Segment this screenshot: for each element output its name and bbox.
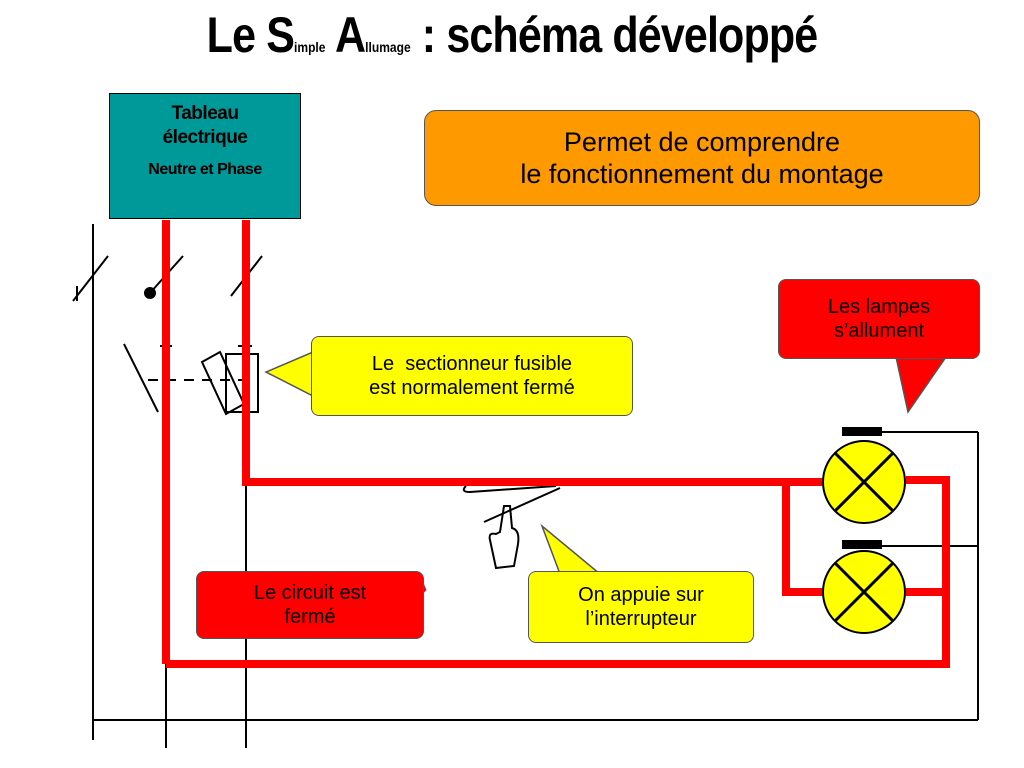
info-line-1: Permet de comprendre bbox=[563, 127, 841, 157]
push-button-switch bbox=[462, 485, 561, 570]
lamp2-cross-b bbox=[833, 561, 895, 623]
switch-callout-line-2: l’interrupteur bbox=[585, 608, 697, 630]
live-circuit bbox=[162, 220, 950, 668]
fuse-callout-line-2: est normalement fermé bbox=[369, 377, 575, 399]
lamp1-cap bbox=[842, 427, 882, 436]
black-wiring bbox=[92, 224, 979, 748]
fuse-blade-1 bbox=[123, 343, 159, 413]
title-letter-s: Le S bbox=[206, 7, 295, 63]
fuse-cartridge-1 bbox=[200, 350, 246, 416]
title-small-llumage: llumage bbox=[365, 39, 411, 55]
fuse-callout: Le sectionneur fusible est normalement f… bbox=[311, 336, 633, 416]
circuit-callout: Le circuit est fermé bbox=[196, 571, 424, 639]
lamp-1 bbox=[822, 427, 906, 524]
return-red-wire bbox=[166, 476, 950, 668]
fuse-callout-pointer bbox=[264, 350, 314, 398]
lamps-callout-line-1: Les lampes bbox=[827, 296, 931, 318]
panel-line-1: Tableau bbox=[171, 103, 239, 124]
title-rest: : schéma développé bbox=[410, 7, 818, 63]
lamp1-cross-b bbox=[833, 451, 895, 513]
info-box: Permet de comprendre le fonctionnement d… bbox=[424, 110, 980, 206]
panel-line-3: Neutre et Phase bbox=[148, 161, 262, 178]
lamp-2 bbox=[822, 540, 906, 634]
switch-callout: On appuie sur l’interrupteur bbox=[528, 571, 754, 643]
contact-dot bbox=[144, 287, 156, 299]
lamps-callout: Les lampes s’allument bbox=[778, 279, 980, 359]
lamps-callout-pointer bbox=[895, 356, 948, 414]
fuse-callout-line-1: Le sectionneur fusible bbox=[371, 353, 573, 375]
info-line-2: le fonctionnement du montage bbox=[520, 159, 884, 189]
switch-red-wire bbox=[242, 220, 822, 486]
electrical-panel-box: Tableau électrique Neutre et Phase bbox=[109, 93, 301, 219]
panel-line-2: électrique bbox=[162, 127, 248, 148]
switch-callout-line-1: On appuie sur bbox=[578, 584, 704, 606]
page-title: Le Simple Allumage : schéma développé bbox=[72, 6, 953, 64]
lamp2-feed-wire bbox=[782, 482, 822, 596]
circuit-callout-line-2: fermé bbox=[284, 606, 336, 628]
lamps-callout-line-2: s’allument bbox=[833, 320, 925, 342]
lamp2-cap bbox=[842, 540, 882, 549]
switch-contact bbox=[462, 485, 557, 494]
title-small-imple: imple bbox=[294, 39, 326, 55]
panel-title: Tableau électrique bbox=[110, 102, 300, 150]
switch-callout-pointer bbox=[540, 523, 603, 575]
title-letter-a: A bbox=[325, 7, 366, 63]
blade-neutral bbox=[72, 255, 109, 302]
circuit-callout-line-1: Le circuit est bbox=[253, 582, 367, 604]
hand-icon bbox=[488, 505, 520, 570]
switch-blade bbox=[483, 487, 561, 523]
